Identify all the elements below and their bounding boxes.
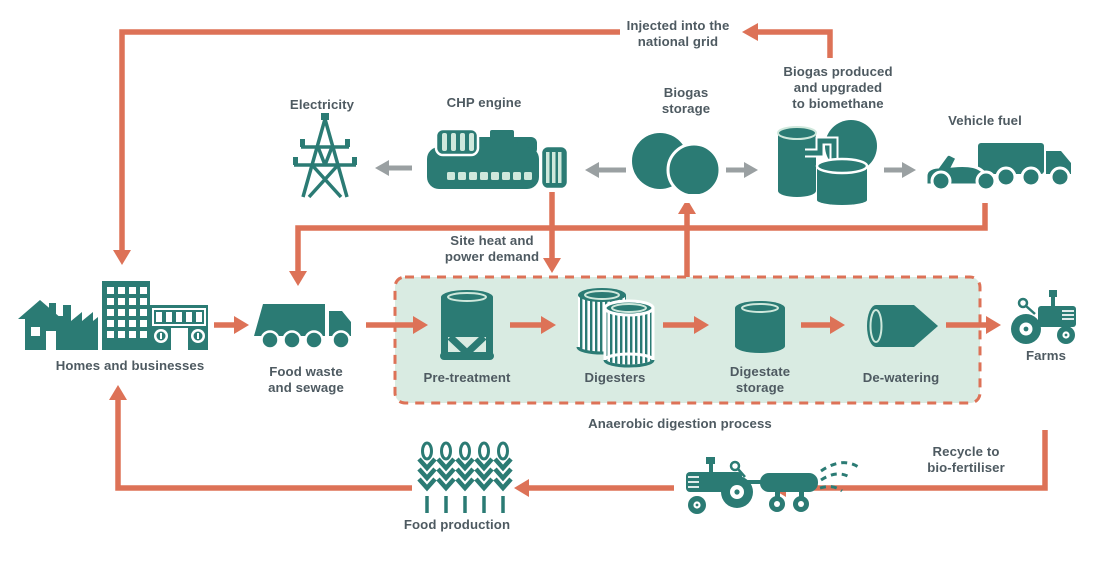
arrow-dewatering-to-farms: [946, 316, 1001, 334]
slurry-spray-icon: [819, 461, 861, 493]
biogas-storage-spheres-icon: [632, 133, 724, 203]
arrow-storage-to-biomethane: [726, 162, 758, 178]
label-farms: Farms: [1025, 348, 1067, 363]
waste-truck-icon: [254, 304, 351, 350]
label-homes: Homes and businesses: [55, 358, 205, 373]
wheat-icon: [417, 441, 513, 513]
arrow-grid-to-homes: [113, 29, 620, 265]
biomethane-upgrade-plant-icon: [777, 120, 877, 205]
arrow-spreader-to-wheat: [514, 479, 674, 497]
arrow-site-heat-line: [289, 203, 988, 286]
arrow-pretreatment-to-digesters: [510, 316, 556, 334]
label-dewatering: De-watering: [862, 370, 940, 385]
arrow-truck-to-pretreatment: [366, 316, 428, 334]
arrow-chp-down-to-process: [543, 192, 561, 273]
arrow-chp-to-electricity: [375, 160, 412, 176]
car-and-truck-icon: [924, 143, 1071, 192]
label-recycle: Recycle to bio-fertiliser: [927, 444, 1005, 476]
digesters-icon: [576, 288, 655, 368]
arrow-wheat-to-homes: [109, 385, 412, 491]
label-injected-grid: Injected into the national grid: [626, 18, 730, 50]
pre-treatment-hopper-icon: [440, 290, 494, 360]
homes-and-businesses-icon: [18, 281, 208, 350]
label-pre-treatment: Pre-treatment: [423, 370, 511, 385]
farm-tractor-icon: [1011, 290, 1076, 344]
label-vehicle-fuel: Vehicle fuel: [948, 113, 1022, 128]
chp-engine-icon: [427, 127, 570, 191]
label-food-waste: Food waste and sewage: [268, 364, 344, 396]
arrow-digestate-to-dewatering: [801, 316, 845, 334]
label-food-production: Food production: [403, 517, 511, 532]
digestate-storage-tank-icon: [735, 301, 785, 353]
arrow-homes-to-truck: [214, 316, 249, 334]
arrow-storage-to-chp: [585, 162, 626, 178]
label-electricity: Electricity: [289, 97, 355, 112]
label-biogas-produced: Biogas produced and upgraded to biometha…: [783, 64, 893, 112]
arrow-biomethane-to-grid-label: [742, 23, 833, 58]
label-site-heat: Site heat and power demand: [444, 233, 540, 265]
label-chp-engine: CHP engine: [446, 95, 522, 110]
arrow-biomethane-to-vehicle: [884, 162, 916, 178]
dewatering-centrifuge-icon: [867, 305, 938, 347]
label-biogas-storage: Biogas storage: [661, 85, 711, 117]
arrow-digesters-to-digestate: [663, 316, 709, 334]
anaerobic-process-box: [393, 275, 982, 405]
label-digesters: Digesters: [584, 370, 646, 385]
electricity-pylon-icon: [293, 113, 357, 199]
label-digestate: Digestate storage: [729, 364, 791, 396]
label-anaerobic-process: Anaerobic digestion process: [588, 416, 772, 431]
tractor-with-slurry-spreader-icon: [686, 457, 861, 514]
arrow-process-up-to-biogas-storage: [678, 199, 696, 277]
